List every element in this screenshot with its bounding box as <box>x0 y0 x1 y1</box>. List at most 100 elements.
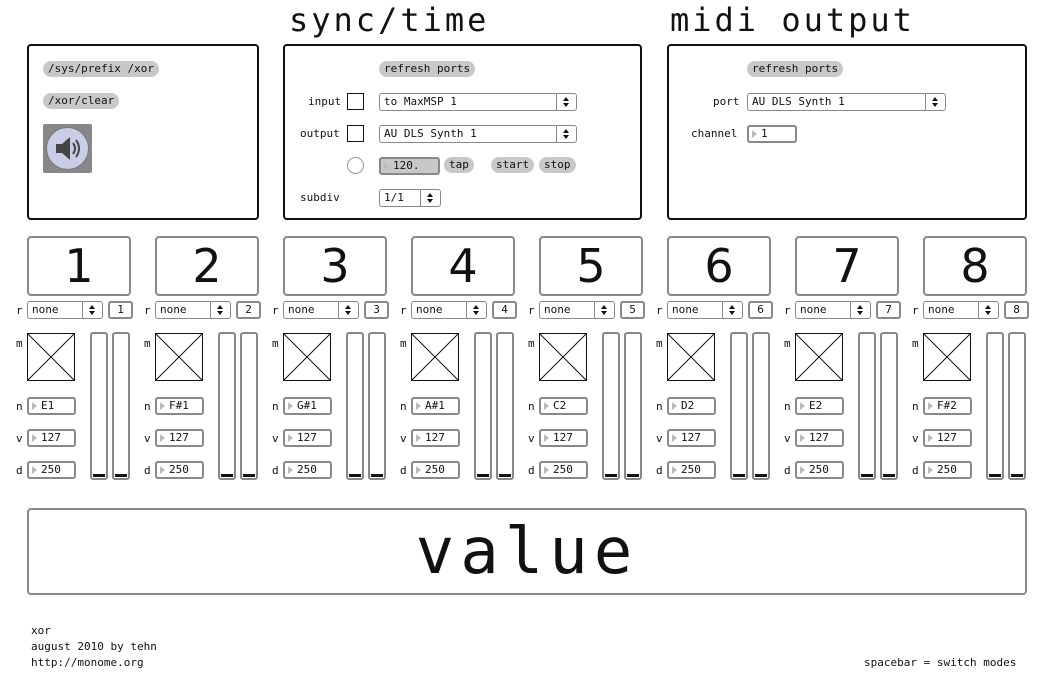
velocity-number[interactable]: 127 <box>27 429 76 447</box>
r-mode-menu[interactable]: none <box>667 301 743 319</box>
audio-toggle-button[interactable] <box>43 124 92 173</box>
level-slider-b[interactable] <box>496 332 514 480</box>
d-label: d <box>656 464 663 477</box>
level-slider-b[interactable] <box>112 332 130 480</box>
slider-fill <box>605 474 617 477</box>
midi-channel-number[interactable]: 1 <box>747 125 797 143</box>
menu-arrows-icon <box>594 302 614 318</box>
note-number[interactable]: E2 <box>795 397 844 415</box>
velocity-number[interactable]: 127 <box>155 429 204 447</box>
level-slider-b[interactable] <box>1008 332 1026 480</box>
r-mode-menu[interactable]: none <box>539 301 615 319</box>
channel-number-5: 5 <box>539 236 643 296</box>
r-index-box[interactable]: 4 <box>492 301 517 319</box>
level-slider-b[interactable] <box>752 332 770 480</box>
r-mode-menu[interactable]: none <box>795 301 871 319</box>
note-number[interactable]: F#1 <box>155 397 204 415</box>
sync-refresh-ports-button[interactable]: refresh ports <box>379 61 476 77</box>
r-mode-menu[interactable]: none <box>27 301 103 319</box>
r-mode-menu[interactable]: none <box>283 301 359 319</box>
r-mode-value: none <box>800 303 827 316</box>
level-slider-a[interactable] <box>858 332 876 480</box>
v-label: v <box>528 432 535 445</box>
note-number[interactable]: A#1 <box>411 397 460 415</box>
note-number[interactable]: D2 <box>667 397 716 415</box>
duration-number[interactable]: 250 <box>283 461 332 479</box>
duration-number[interactable]: 250 <box>539 461 588 479</box>
output-sync-toggle[interactable] <box>347 125 364 142</box>
r-label: r <box>784 304 791 317</box>
level-slider-a[interactable] <box>90 332 108 480</box>
menu-arrows-icon <box>338 302 358 318</box>
level-slider-b[interactable] <box>880 332 898 480</box>
velocity-number[interactable]: 127 <box>923 429 972 447</box>
v-label: v <box>912 432 919 445</box>
midi-port-menu[interactable]: AU DLS Synth 1 <box>747 93 946 111</box>
level-slider-a[interactable] <box>602 332 620 480</box>
sync-time-title: sync/time <box>289 1 490 39</box>
menu-arrows-icon <box>722 302 742 318</box>
sys-prefix-button[interactable]: /sys/prefix /xor <box>43 61 159 77</box>
level-slider-a[interactable] <box>986 332 1004 480</box>
xor-clear-button[interactable]: /xor/clear <box>43 93 120 109</box>
level-slider-b[interactable] <box>240 332 258 480</box>
duration-number[interactable]: 250 <box>667 461 716 479</box>
input-sync-toggle[interactable] <box>347 93 364 110</box>
mute-matrix-button[interactable] <box>411 333 459 381</box>
mute-matrix-button[interactable] <box>539 333 587 381</box>
mute-matrix-button[interactable] <box>923 333 971 381</box>
input-port-menu[interactable]: to MaxMSP 1 <box>379 93 577 111</box>
channel-number-1: 1 <box>27 236 131 296</box>
r-mode-menu[interactable]: none <box>155 301 231 319</box>
m-label: m <box>784 337 791 350</box>
r-mode-menu[interactable]: none <box>411 301 487 319</box>
n-label: n <box>784 400 791 413</box>
output-port-menu[interactable]: AU DLS Synth 1 <box>379 125 577 143</box>
velocity-number[interactable]: 127 <box>283 429 332 447</box>
mute-matrix-button[interactable] <box>667 333 715 381</box>
x-cross-icon <box>283 333 331 381</box>
mute-matrix-button[interactable] <box>27 333 75 381</box>
r-index-box[interactable]: 3 <box>364 301 389 319</box>
level-slider-a[interactable] <box>346 332 364 480</box>
footer-url[interactable]: http://monome.org <box>31 656 144 669</box>
r-mode-menu[interactable]: none <box>923 301 999 319</box>
duration-number[interactable]: 250 <box>27 461 76 479</box>
velocity-number[interactable]: 127 <box>539 429 588 447</box>
level-slider-a[interactable] <box>474 332 492 480</box>
tempo-number[interactable]: 120. <box>379 157 440 175</box>
r-mode-value: none <box>288 303 315 316</box>
tap-button[interactable]: tap <box>444 157 474 173</box>
velocity-value: 127 <box>425 431 445 444</box>
note-number[interactable]: G#1 <box>283 397 332 415</box>
velocity-number[interactable]: 127 <box>795 429 844 447</box>
note-number[interactable]: E1 <box>27 397 76 415</box>
slider-fill <box>627 474 639 477</box>
duration-value: 250 <box>937 463 957 476</box>
mute-matrix-button[interactable] <box>795 333 843 381</box>
r-index-box[interactable]: 8 <box>1004 301 1029 319</box>
r-index-box[interactable]: 2 <box>236 301 261 319</box>
duration-number[interactable]: 250 <box>795 461 844 479</box>
r-index-box[interactable]: 6 <box>748 301 773 319</box>
velocity-number[interactable]: 127 <box>411 429 460 447</box>
level-slider-a[interactable] <box>730 332 748 480</box>
note-number[interactable]: C2 <box>539 397 588 415</box>
mute-matrix-button[interactable] <box>283 333 331 381</box>
midi-refresh-ports-button[interactable]: refresh ports <box>747 61 844 77</box>
r-index-box[interactable]: 5 <box>620 301 645 319</box>
level-slider-b[interactable] <box>624 332 642 480</box>
r-index-box[interactable]: 1 <box>108 301 133 319</box>
duration-number[interactable]: 250 <box>923 461 972 479</box>
stop-button[interactable]: stop <box>539 157 576 173</box>
level-slider-a[interactable] <box>218 332 236 480</box>
subdiv-menu[interactable]: 1/1 <box>379 189 441 207</box>
velocity-number[interactable]: 127 <box>667 429 716 447</box>
duration-number[interactable]: 250 <box>411 461 460 479</box>
note-number[interactable]: F#2 <box>923 397 972 415</box>
level-slider-b[interactable] <box>368 332 386 480</box>
start-button[interactable]: start <box>491 157 535 173</box>
duration-number[interactable]: 250 <box>155 461 204 479</box>
r-index-box[interactable]: 7 <box>876 301 901 319</box>
mute-matrix-button[interactable] <box>155 333 203 381</box>
